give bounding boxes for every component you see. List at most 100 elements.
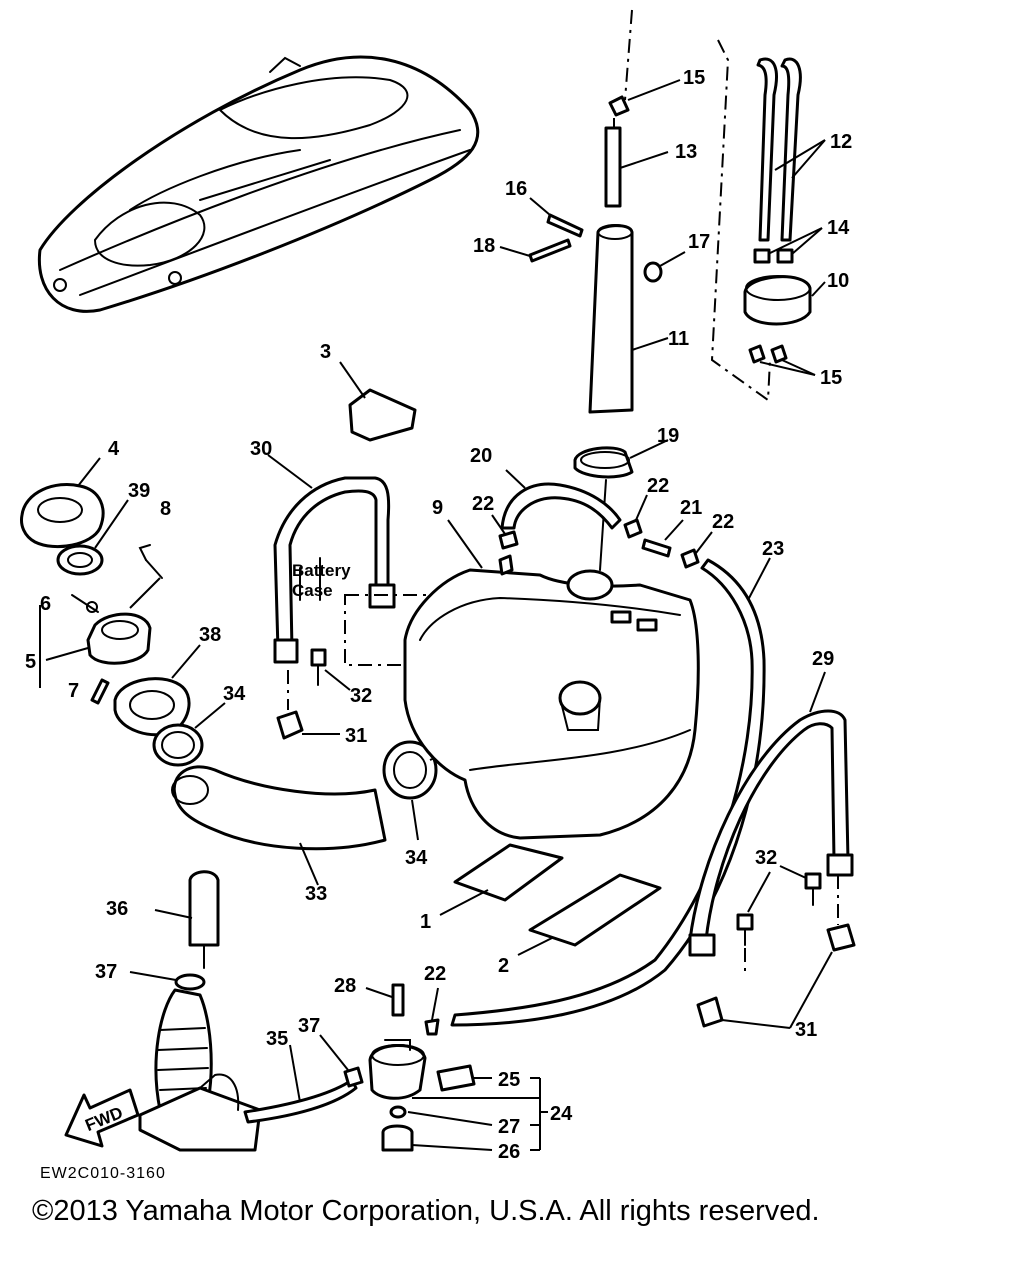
part-22-clamp-d (424, 987, 440, 1036)
callout-3: 3 (320, 341, 331, 363)
part-28-fitting (365, 983, 405, 1017)
callout-30: 30 (250, 438, 272, 460)
callout-8: 8 (160, 498, 171, 520)
part-22-clamp-a (491, 514, 519, 550)
part-11-pickup-tube (588, 224, 669, 414)
callout-34-left: 34 (223, 683, 246, 705)
part-37-clip-b (319, 1034, 364, 1088)
part-20-hose (500, 469, 622, 530)
part-24-separator (368, 1039, 427, 1100)
part-22-clamp-b (623, 494, 648, 539)
callout-27: 27 (498, 1116, 520, 1138)
part-26-drain-bowl (381, 1124, 540, 1152)
callout-22-a: 22 (472, 493, 494, 515)
callout-20: 20 (470, 445, 492, 467)
sender-dash-lines (624, 9, 771, 402)
part-32-bolt-left (310, 648, 351, 691)
callout-39: 39 (128, 480, 150, 502)
part-14-nuts (753, 227, 823, 264)
part-33-hose (171, 765, 387, 886)
callout-22-d: 22 (424, 963, 446, 985)
part-22-clamp-c (680, 531, 713, 569)
callout-18: 18 (473, 235, 495, 257)
part-18-screw (499, 238, 572, 263)
part-15-nuts-bottom (748, 344, 816, 376)
callout-9: 9 (432, 497, 443, 519)
callout-4: 4 (108, 438, 120, 460)
part-3-bracket (339, 361, 417, 442)
part-37-clip-a (129, 971, 206, 991)
callout-6: 6 (40, 593, 51, 615)
part-9-fuel-tank (403, 519, 700, 840)
callout-38: 38 (199, 624, 221, 646)
callout-26: 26 (498, 1141, 520, 1163)
part-32-bolt-right-b (736, 871, 771, 946)
part-1-pad (439, 843, 564, 916)
drawing-code: EW2C010-3160 (40, 1165, 166, 1182)
callout-21: 21 (680, 497, 702, 519)
callout-31-left: 31 (345, 725, 367, 747)
part-34-clamp-left (152, 702, 226, 767)
part-16-screw (529, 197, 584, 238)
callout-1: 1 (420, 911, 431, 933)
battery-case-label-line1: Battery (292, 561, 351, 580)
callout-32-right: 32 (755, 847, 777, 869)
callout-15-top: 15 (683, 67, 705, 89)
part-32-bolt-right-a (779, 865, 822, 906)
part-36-filter (154, 870, 220, 969)
callout-13: 13 (675, 141, 697, 163)
part-39-gasket (56, 499, 129, 576)
part-17-grommet (643, 251, 686, 283)
part-35-hose (243, 1044, 358, 1124)
callout-32-left: 32 (350, 685, 372, 707)
callout-28: 28 (334, 975, 356, 997)
callout-33: 33 (305, 883, 327, 905)
callout-23: 23 (762, 538, 784, 560)
callout-22-c: 22 (712, 511, 734, 533)
callout-19: 19 (657, 425, 679, 447)
callout-37-a: 37 (95, 961, 117, 983)
callout-numbers: 1 2 3 4 5 6 7 8 9 10 11 12 13 14 15 15 1… (25, 67, 852, 1163)
part-23-hose (450, 557, 771, 1027)
callout-31-right: 31 (795, 1019, 817, 1041)
callout-24: 24 (550, 1103, 573, 1125)
part-38-gasket (113, 644, 201, 737)
part-25-bracket (436, 1064, 540, 1092)
part-31-brackets-right (696, 875, 856, 1029)
callout-35: 35 (266, 1028, 288, 1050)
exploded-parts-diagram: 1 2 3 4 5 6 7 8 9 10 11 12 13 14 15 15 1… (20, 9, 856, 1182)
part-2-pad (517, 873, 662, 956)
part-13-tube (604, 126, 669, 208)
callout-34-right: 34 (405, 847, 428, 869)
part-10-sender-unit (743, 275, 826, 326)
callout-37-b: 37 (298, 1015, 320, 1037)
part-27-oring (389, 1105, 540, 1126)
fuel-pickup-assembly (138, 988, 262, 1152)
callout-29: 29 (812, 648, 834, 670)
callout-7: 7 (68, 680, 79, 702)
callout-17: 17 (688, 231, 710, 253)
part-12-wires (756, 57, 826, 242)
callout-25: 25 (498, 1069, 520, 1091)
part-31-bracket-left (276, 670, 340, 740)
part-19-clamp (573, 439, 669, 571)
part-24-bracket-line (412, 1078, 548, 1150)
part-15-cap-top (608, 79, 681, 128)
fwd-arrow (64, 1088, 140, 1148)
callout-10: 10 (827, 270, 849, 292)
callout-15-bottom: 15 (820, 367, 842, 389)
part-29-strap (688, 671, 854, 957)
part-4-fuel-cap (20, 457, 105, 549)
watercraft-illustration (37, 55, 480, 313)
callout-11: 11 (668, 328, 689, 350)
part-21-joint (641, 519, 684, 558)
callout-14: 14 (827, 217, 850, 239)
part-5-filler-neck (39, 544, 163, 705)
callout-2: 2 (498, 955, 509, 977)
callout-36: 36 (106, 898, 128, 920)
copyright-notice: ©2013 Yamaha Motor Corporation, U.S.A. A… (32, 1195, 820, 1227)
callout-22-b: 22 (647, 475, 669, 497)
callout-16: 16 (505, 178, 527, 200)
part-30-battery-strap (267, 454, 396, 664)
